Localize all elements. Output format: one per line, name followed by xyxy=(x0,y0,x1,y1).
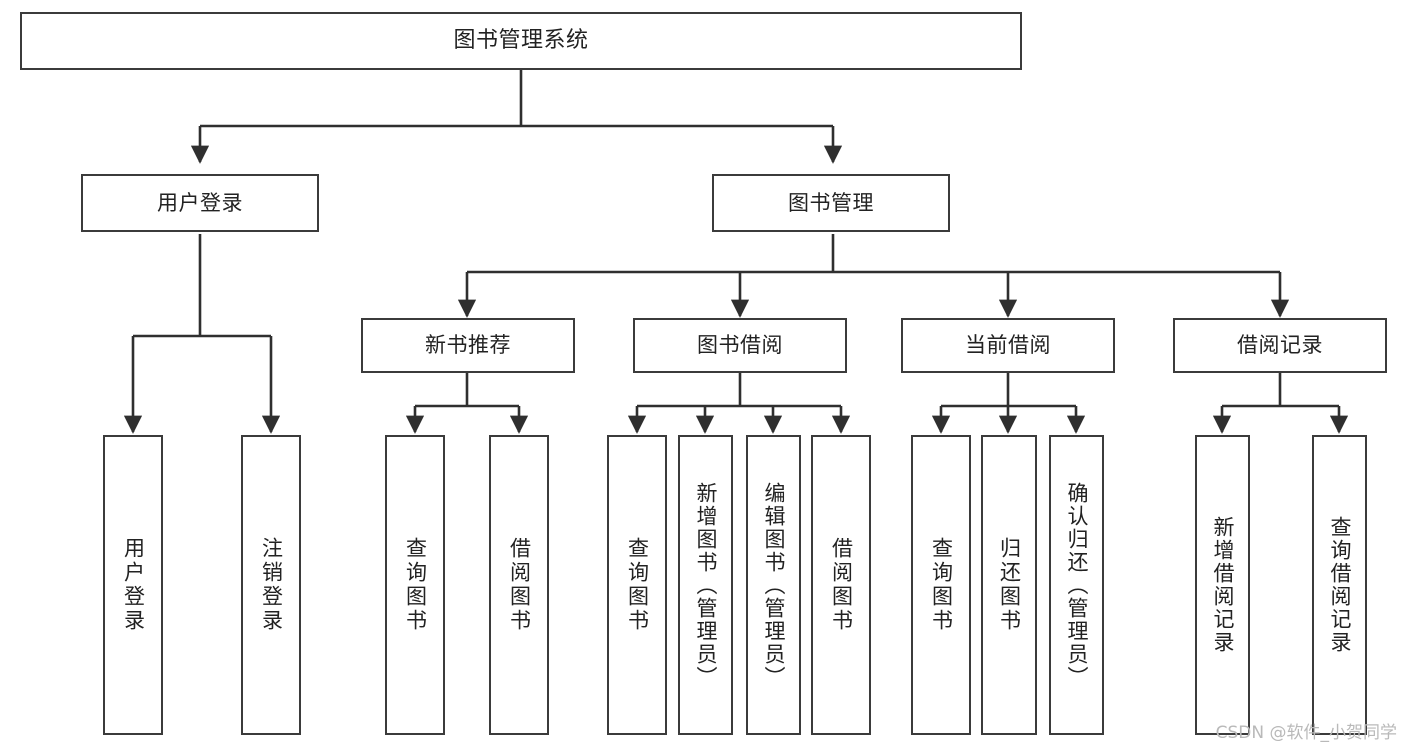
node-leaf-return-book[interactable]: 归还图书 xyxy=(981,435,1037,735)
node-borrow-record[interactable]: 借阅记录 xyxy=(1173,318,1387,373)
node-leaf-logout-label: 注销登录 xyxy=(259,537,284,633)
node-leaf-add-record-label: 新增借阅记录 xyxy=(1211,516,1235,654)
node-leaf-query-book-2-label: 查询图书 xyxy=(625,537,650,633)
node-leaf-query-record-label: 查询借阅记录 xyxy=(1328,516,1352,654)
node-leaf-logout[interactable]: 注销登录 xyxy=(241,435,301,735)
node-new-book-rec-label: 新书推荐 xyxy=(425,333,511,358)
node-leaf-borrow-book-2[interactable]: 借阅图书 xyxy=(811,435,871,735)
node-book-borrow-label: 图书借阅 xyxy=(697,333,783,358)
node-leaf-add-book[interactable]: 新增图书（管理员） xyxy=(678,435,733,735)
node-leaf-query-book-1[interactable]: 查询图书 xyxy=(385,435,445,735)
node-book-manage[interactable]: 图书管理 xyxy=(712,174,950,232)
node-leaf-query-book-3-label: 查询图书 xyxy=(929,537,954,633)
node-user-login-label: 用户登录 xyxy=(157,190,243,215)
node-user-login[interactable]: 用户登录 xyxy=(81,174,319,232)
node-new-book-rec[interactable]: 新书推荐 xyxy=(361,318,575,373)
node-leaf-edit-book-label: 编辑图书（管理员） xyxy=(762,481,786,689)
node-leaf-add-book-label: 新增图书（管理员） xyxy=(694,481,718,689)
node-borrow-record-label: 借阅记录 xyxy=(1237,333,1323,358)
node-leaf-return-book-label: 归还图书 xyxy=(997,537,1022,633)
node-leaf-query-book-3[interactable]: 查询图书 xyxy=(911,435,971,735)
node-leaf-query-book-2[interactable]: 查询图书 xyxy=(607,435,667,735)
node-current-borrow-label: 当前借阅 xyxy=(965,333,1051,358)
node-leaf-borrow-book-1-label: 借阅图书 xyxy=(507,537,532,633)
node-leaf-add-record[interactable]: 新增借阅记录 xyxy=(1195,435,1250,735)
node-current-borrow[interactable]: 当前借阅 xyxy=(901,318,1115,373)
node-leaf-borrow-book-1[interactable]: 借阅图书 xyxy=(489,435,549,735)
node-leaf-query-book-1-label: 查询图书 xyxy=(403,537,428,633)
node-book-borrow[interactable]: 图书借阅 xyxy=(633,318,847,373)
node-leaf-query-record[interactable]: 查询借阅记录 xyxy=(1312,435,1367,735)
node-leaf-user-login-label: 用户登录 xyxy=(121,537,146,633)
node-leaf-borrow-book-2-label: 借阅图书 xyxy=(829,537,854,633)
node-leaf-edit-book[interactable]: 编辑图书（管理员） xyxy=(746,435,801,735)
watermark-text: CSDN @软件_小贺同学 xyxy=(1215,723,1397,743)
node-root[interactable]: 图书管理系统 xyxy=(20,12,1022,70)
node-leaf-confirm-return[interactable]: 确认归还（管理员） xyxy=(1049,435,1104,735)
node-book-manage-label: 图书管理 xyxy=(788,190,874,215)
node-leaf-confirm-return-label: 确认归还（管理员） xyxy=(1065,481,1089,689)
node-root-label: 图书管理系统 xyxy=(453,28,589,54)
node-leaf-user-login[interactable]: 用户登录 xyxy=(103,435,163,735)
